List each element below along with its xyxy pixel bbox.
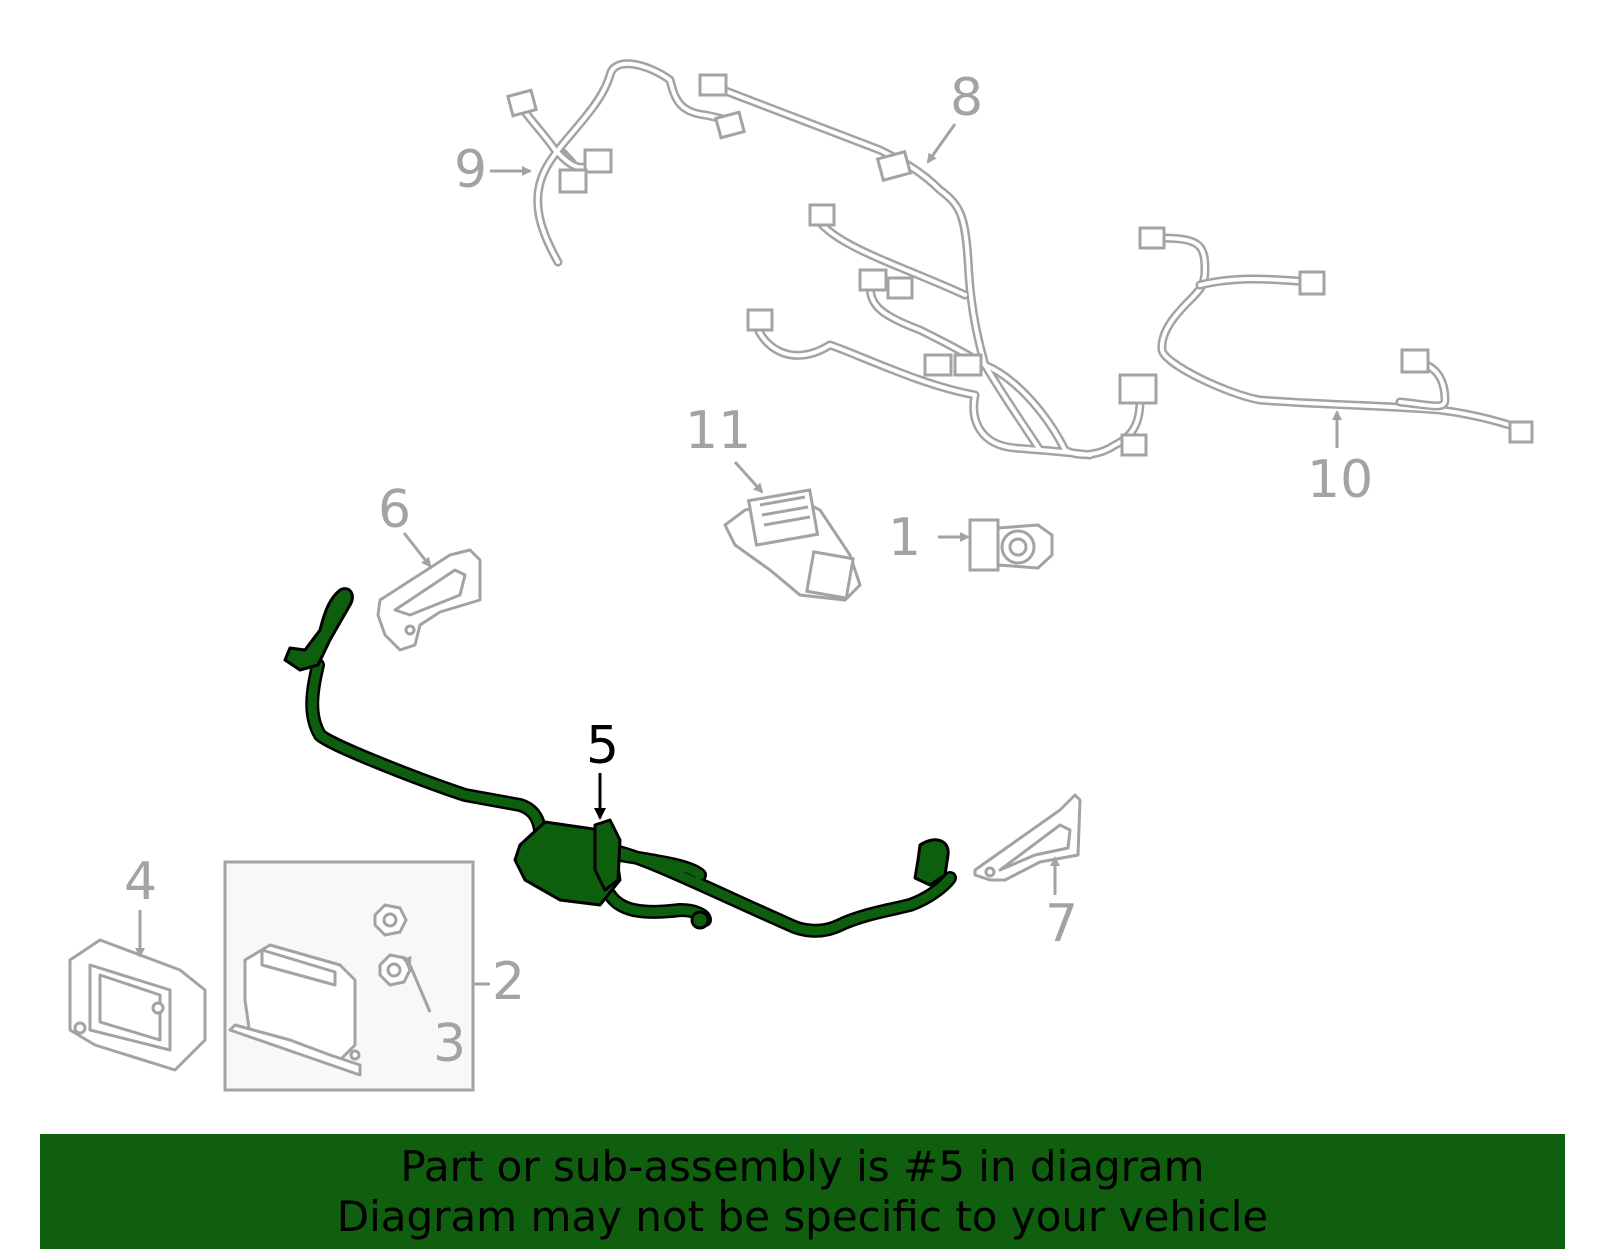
callout-5: 5 — [586, 716, 620, 776]
wire-harness-part-8-9-outline — [518, 61, 1142, 457]
callout-2: 2 — [492, 952, 526, 1012]
caption-banner: Part or sub-assembly is #5 in diagram Di… — [40, 1134, 1565, 1249]
caption-line-1: Part or sub-assembly is #5 in diagram — [400, 1141, 1205, 1191]
harness-connectors-10 — [1138, 226, 1534, 444]
callout-4: 4 — [124, 852, 158, 912]
callout-1: 1 — [888, 508, 922, 568]
callout-8: 8 — [950, 68, 984, 128]
callout-10: 10 — [1307, 450, 1374, 510]
sensor-part-1 — [968, 518, 1054, 572]
caption-line-2: Diagram may not be specific to your vehi… — [336, 1191, 1269, 1241]
callout-7: 7 — [1045, 894, 1079, 954]
wire-harness-part-8-9 — [515, 59, 1145, 460]
callout-11: 11 — [685, 401, 752, 461]
wire-harness-part-10 — [1155, 233, 1530, 435]
bracket-part-6 — [376, 548, 482, 652]
bracket-part-7 — [973, 793, 1082, 882]
callout-3: 3 — [433, 1014, 467, 1074]
connector-part-11 — [723, 488, 862, 602]
harness-connectors-8-9 — [505, 73, 1158, 457]
highlighted-harness-part-5 — [283, 587, 957, 938]
callout-6: 6 — [378, 480, 412, 540]
module-assembly-part-2 — [228, 943, 362, 1077]
callout-9: 9 — [454, 140, 488, 200]
leader-arrows — [135, 123, 1342, 1013]
control-module-part-4 — [68, 938, 207, 1072]
